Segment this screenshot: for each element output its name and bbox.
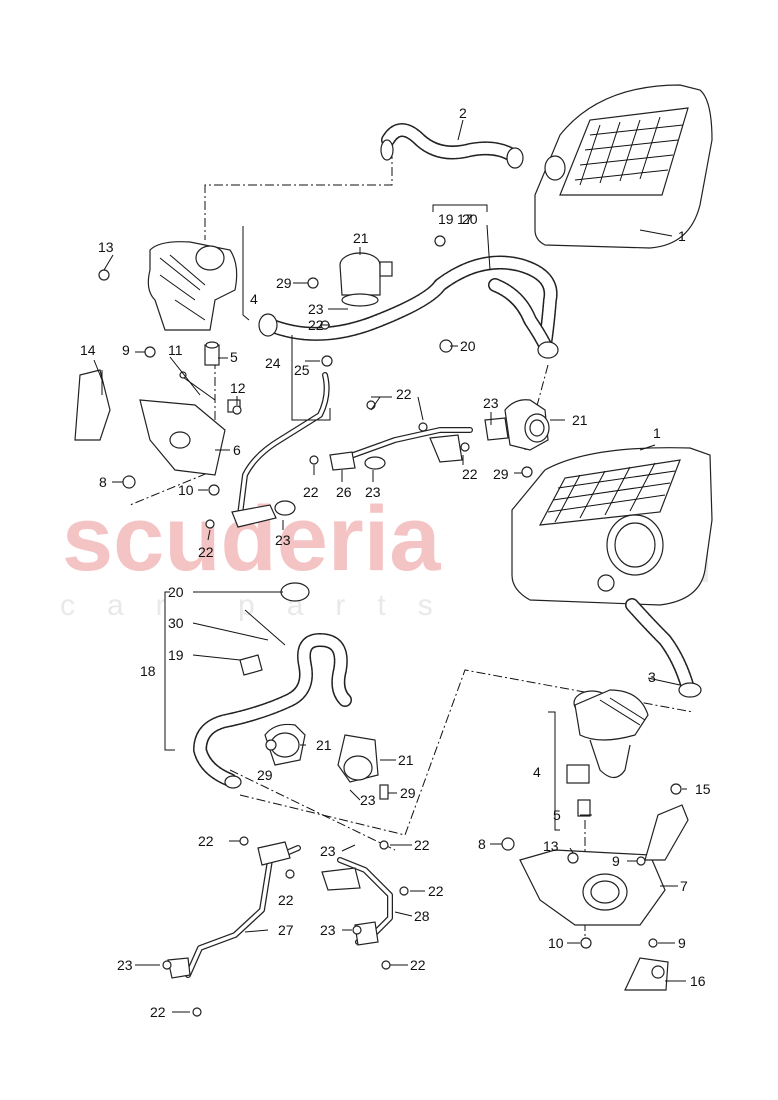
callout-23-a: 23 <box>275 532 291 548</box>
watermark-tagline: car parts <box>60 589 465 622</box>
corrugated-hose-2 <box>380 123 524 169</box>
callout-13-top: 13 <box>98 239 114 255</box>
callout-11: 11 <box>168 342 183 358</box>
mounting-bracket-14 <box>74 369 111 441</box>
callout-1-top: 1 <box>678 228 686 244</box>
callout-22-b: 22 <box>308 317 324 333</box>
callout-7: 7 <box>680 878 688 894</box>
callout-29-top: 29 <box>276 275 292 291</box>
callout-8-top: 8 <box>99 474 107 490</box>
callout-22-e: 22 <box>462 466 478 482</box>
callout-4-lower: 4 <box>533 764 541 780</box>
callout-28: 28 <box>414 908 430 924</box>
callout-20-top-b: 20 <box>460 338 476 354</box>
secondary-air-pump-top <box>147 241 238 366</box>
callout-8-lower: 8 <box>478 836 486 852</box>
callout-19-lower: 19 <box>168 647 184 663</box>
callout-9-lower-b: 9 <box>678 935 686 951</box>
callout-23-b: 23 <box>308 301 324 317</box>
callout-22-g: 22 <box>278 892 294 908</box>
combination-valve-lower-right <box>337 734 389 800</box>
callout-21-right: 21 <box>572 412 588 428</box>
hose-assembly-18 <box>193 582 352 789</box>
callout-23-c: 23 <box>365 484 381 500</box>
callout-29-right: 29 <box>493 466 509 482</box>
callout-9-top: 9 <box>122 342 130 358</box>
callout-23-e: 23 <box>360 792 376 808</box>
combination-valve-top <box>339 252 393 307</box>
callout-22-a: 22 <box>198 544 214 560</box>
callout-18: 18 <box>140 663 156 679</box>
callout-10-top: 10 <box>178 482 194 498</box>
callout-16: 16 <box>690 973 706 989</box>
callout-21-lower-a: 21 <box>316 737 332 753</box>
callout-22-h: 22 <box>414 837 430 853</box>
callout-23-g: 23 <box>320 922 336 938</box>
hose-assembly-17 <box>258 255 559 359</box>
callout-24: 24 <box>265 355 281 371</box>
callout-13-lower: 13 <box>543 838 559 854</box>
callout-22-d: 22 <box>303 484 319 500</box>
callout-17: 17 <box>457 211 473 227</box>
callout-1-middle: 1 <box>653 425 661 441</box>
callout-21-top: 21 <box>353 230 369 246</box>
callout-6: 6 <box>233 442 241 458</box>
combination-valve-lower-left <box>264 723 306 766</box>
fasteners <box>98 235 682 1017</box>
callout-labels: 1 2 1 3 13 4 5 9 14 11 12 6 8 10 22 23 2… <box>80 105 711 1020</box>
callout-5-lower: 5 <box>553 807 561 823</box>
leader-lines <box>93 119 687 1013</box>
callout-23-h: 23 <box>117 957 133 973</box>
callout-12: 12 <box>230 380 246 396</box>
callout-30: 30 <box>168 615 184 631</box>
callout-26: 26 <box>336 484 352 500</box>
callout-29-lower-b: 29 <box>400 785 416 801</box>
mounting-bracket-7 <box>519 804 689 926</box>
air-filter-housing-top <box>534 84 713 249</box>
callout-4-top: 4 <box>250 291 258 307</box>
callout-22-j: 22 <box>410 957 426 973</box>
callout-22-i: 22 <box>428 883 444 899</box>
callout-23-d: 23 <box>483 395 499 411</box>
callout-22-c: 22 <box>396 386 412 402</box>
callout-15: 15 <box>695 781 711 797</box>
callout-2: 2 <box>459 105 467 121</box>
callout-20-top-a: 20 <box>462 211 478 227</box>
callout-10-lower: 10 <box>548 935 564 951</box>
air-pipe-24 <box>231 372 330 528</box>
secondary-air-pump-lower <box>566 689 649 817</box>
callout-25: 25 <box>294 362 310 378</box>
callout-5-top: 5 <box>230 349 238 365</box>
air-pipe-27 <box>167 841 301 979</box>
air-filter-housing-middle <box>511 447 713 606</box>
callout-23-f: 23 <box>320 843 336 859</box>
callout-19-top: 19 <box>438 211 454 227</box>
callout-22-k: 22 <box>150 1004 166 1020</box>
combination-valve-right <box>504 399 550 451</box>
callout-29-lower-a: 29 <box>257 767 273 783</box>
callout-20-lower: 20 <box>168 584 184 600</box>
callout-9-lower-a: 9 <box>612 853 620 869</box>
callout-3: 3 <box>648 669 656 685</box>
mounting-bracket-16 <box>624 957 669 991</box>
watermark-brand: scuderia <box>62 488 441 590</box>
mounting-bracket-6 <box>139 374 241 476</box>
corrugated-hose-3 <box>625 598 702 698</box>
callout-27: 27 <box>278 922 294 938</box>
callout-22-f: 22 <box>198 833 214 849</box>
callout-14: 14 <box>80 342 96 358</box>
callout-21-lower-b: 21 <box>398 752 414 768</box>
